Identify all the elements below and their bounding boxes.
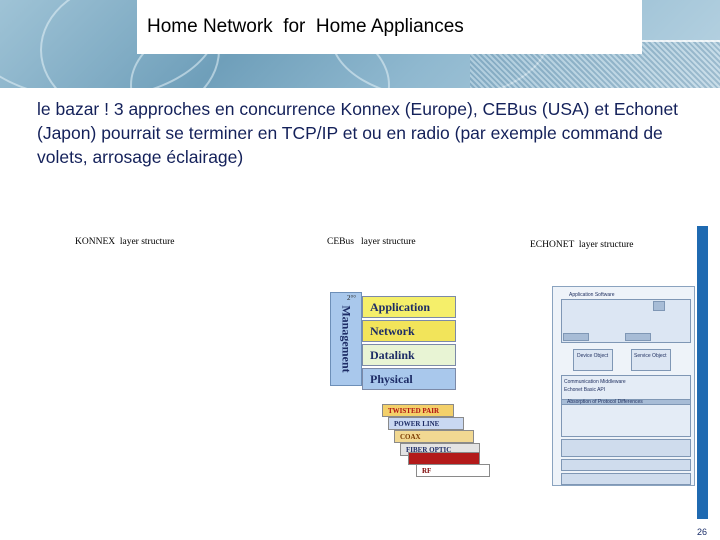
cebus-management-label: Management bbox=[339, 305, 354, 373]
echonet-caption: ECHONET layer structure bbox=[530, 240, 634, 250]
media-coax: COAX bbox=[394, 430, 474, 443]
cebus-layer-physical: Physical bbox=[362, 368, 456, 390]
cebus-layer-datalink: Datalink bbox=[362, 344, 456, 366]
media-rf: RF bbox=[416, 464, 490, 477]
cebus-management-column: Management bbox=[330, 292, 362, 386]
page-number: 26 bbox=[697, 527, 708, 537]
cebus-small-label: 2°° bbox=[347, 294, 357, 302]
echonet-device-object: Device Object bbox=[577, 353, 609, 359]
echonet-diagram: Application Software Device Object Servi… bbox=[552, 286, 695, 486]
header-banner: Home Network for Home Appliances bbox=[0, 0, 720, 88]
media-power-line: POWER LINE bbox=[388, 417, 464, 430]
slide-title: Home Network for Home Appliances bbox=[147, 16, 464, 37]
cebus-layer-network: Network bbox=[362, 320, 456, 342]
echonet-header: Application Software bbox=[569, 292, 615, 298]
title-box: Home Network for Home Appliances bbox=[137, 0, 642, 54]
layer-structure-figure: KONNEX layer structure CEBus layer struc… bbox=[44, 226, 708, 519]
slide-body-text: le bazar ! 3 approches en concurrence Ko… bbox=[37, 99, 679, 167]
cebus-layer-application: Application bbox=[362, 296, 456, 318]
echonet-basic-api: Echonet Basic API bbox=[564, 387, 606, 393]
echonet-service-object: Service Object bbox=[634, 353, 667, 359]
echonet-middleware: Communication Middleware bbox=[564, 379, 626, 385]
echonet-protocol-absorption: Absorption of Protocol Differences bbox=[567, 399, 643, 405]
konnex-caption: KONNEX layer structure bbox=[75, 237, 175, 247]
media-twisted-pair: TWISTED PAIR bbox=[382, 404, 454, 417]
cebus-caption: CEBus layer structure bbox=[327, 237, 416, 247]
